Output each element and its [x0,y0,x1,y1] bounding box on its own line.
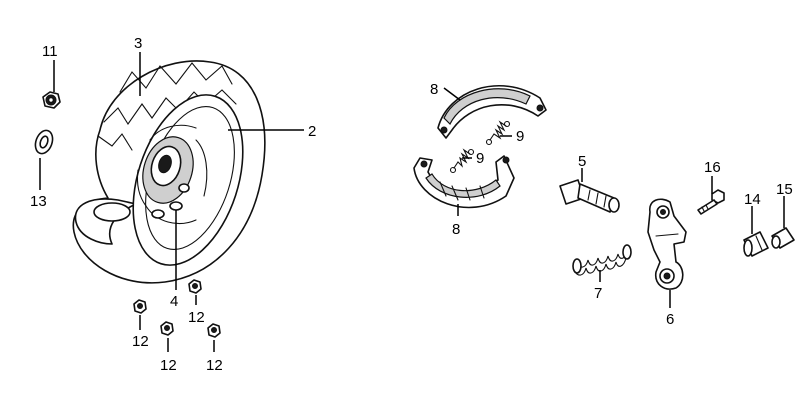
callout-6: 6 [666,311,674,328]
callout-4: 4 [170,293,178,310]
callout-8-top: 8 [430,81,438,98]
brake-shoe-lower [413,155,515,209]
callout-5: 5 [578,153,586,170]
callout-13: 13 [30,193,47,210]
wheel-nut [133,299,147,314]
callout-12-c: 12 [188,309,205,326]
shoe-spring [449,148,475,174]
brake-cam [559,179,620,213]
callout-9-top: 9 [516,128,524,145]
wear-indicator [743,231,769,257]
callout-16: 16 [704,159,721,176]
brake-shoe-upper [437,84,547,139]
leader-lines [39,52,785,352]
callout-9-bottom: 9 [476,150,484,167]
callout-15: 15 [776,181,793,198]
arm-bolt [697,189,725,215]
callout-14: 14 [744,191,761,208]
callout-8-bottom: 8 [452,221,460,238]
wheel-assembly [72,60,266,284]
brake-arm [647,198,687,290]
wheel-nut [160,321,174,336]
tire-tread [119,62,233,93]
return-spring [572,244,632,276]
washer [34,129,54,155]
axle-nut [42,91,61,109]
callout-11: 11 [42,43,58,60]
callout-12-b: 12 [160,357,177,374]
wheel-nut [207,323,221,338]
shoe-spring [485,120,511,146]
wheel-stud [151,183,190,219]
callout-2: 2 [308,123,316,140]
cap [771,227,795,249]
callout-3: 3 [134,35,142,52]
wheel-nut [188,279,202,294]
callout-7: 7 [594,285,602,302]
callout-12-d: 12 [206,357,223,374]
callout-12-a: 12 [132,333,149,350]
